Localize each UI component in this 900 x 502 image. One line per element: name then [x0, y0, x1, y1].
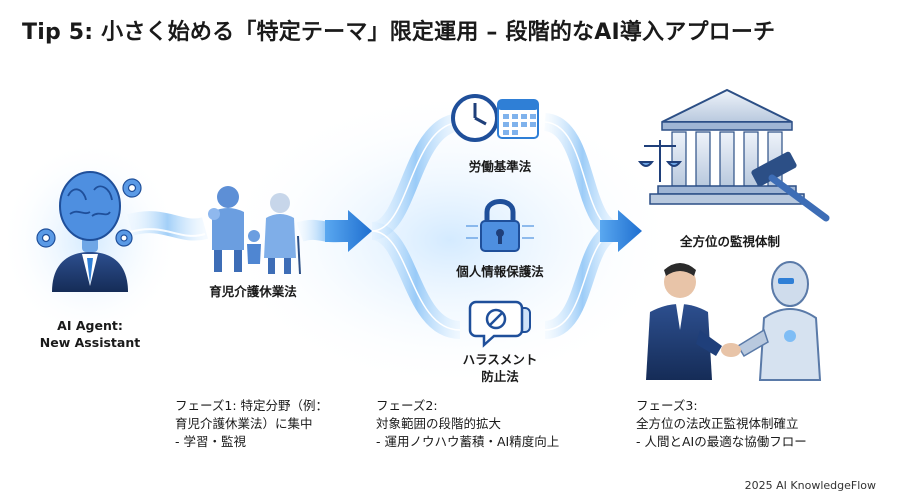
phase-2-line2: 対象範囲の段階的拡大: [376, 416, 502, 432]
page-title: Tip 5: 小さく始める「特定テーマ」限定運用 – 段階的なAI導入アプローチ: [22, 20, 776, 45]
brain-head-icon: [52, 171, 128, 292]
phase-2-line3: - 運用ノウハウ蓄積・AI精度向上: [376, 434, 560, 450]
arrow-2: [600, 210, 642, 252]
phase-1: フェーズ1: 特定分野（例： 育児介護休業法）に集中 - 学習・監視: [175, 397, 328, 451]
harassment-law-label: ハラスメント 防止法: [440, 352, 560, 386]
phase-1-line2: 育児介護休業法）に集中: [175, 416, 313, 432]
handshake-icon: [646, 263, 722, 380]
gavel-icon: [751, 151, 830, 222]
phase-1-title: フェーズ1: 特定分野（例：: [175, 398, 329, 413]
phase-2: フェーズ2: 対象範囲の段階的拡大 - 運用ノウハウ蓄積・AI精度向上: [376, 397, 559, 451]
robot-icon: [721, 261, 822, 381]
phase-3-line2: 全方位の法改正監視体制確立: [636, 416, 799, 432]
arrow-1: [325, 210, 372, 252]
phase-2-title: フェーズ2:: [376, 398, 438, 413]
agent-label-line1: AI Agent:: [57, 318, 123, 333]
family-icon: [208, 186, 301, 275]
phase-1-line3: - 学習・監視: [175, 434, 246, 450]
gear-icon: [36, 178, 142, 248]
phase-3: フェーズ3: 全方位の法改正監視体制確立 - 人間とAIの最適な協働フロー: [636, 397, 807, 451]
harassment-law-label-line2: 防止法: [481, 368, 519, 384]
monitoring-label: 全方位の監視体制: [679, 234, 780, 249]
labor-standards-label: 労働基準法: [468, 159, 532, 174]
phase-3-title: フェーズ3:: [636, 398, 698, 413]
padlock-icon: [466, 199, 534, 252]
calendar-icon: [497, 99, 539, 139]
scales-icon: [637, 140, 683, 182]
harassment-law-label-line1: ハラスメント: [462, 352, 538, 367]
family-law-label: 育児介護休業法: [209, 284, 297, 299]
speech-bubble-icon: [468, 300, 531, 348]
phase-3-line3: - 人間とAIの最適な協働フロー: [636, 434, 807, 450]
agent-label: AI Agent: New Assistant: [30, 318, 150, 352]
stream-1: [126, 211, 208, 241]
clock-icon: [451, 94, 499, 142]
agent-label-line2: New Assistant: [39, 334, 141, 350]
footer-credit: 2025 AI KnowledgeFlow: [744, 479, 876, 492]
privacy-law-label: 個人情報保護法: [456, 264, 544, 279]
